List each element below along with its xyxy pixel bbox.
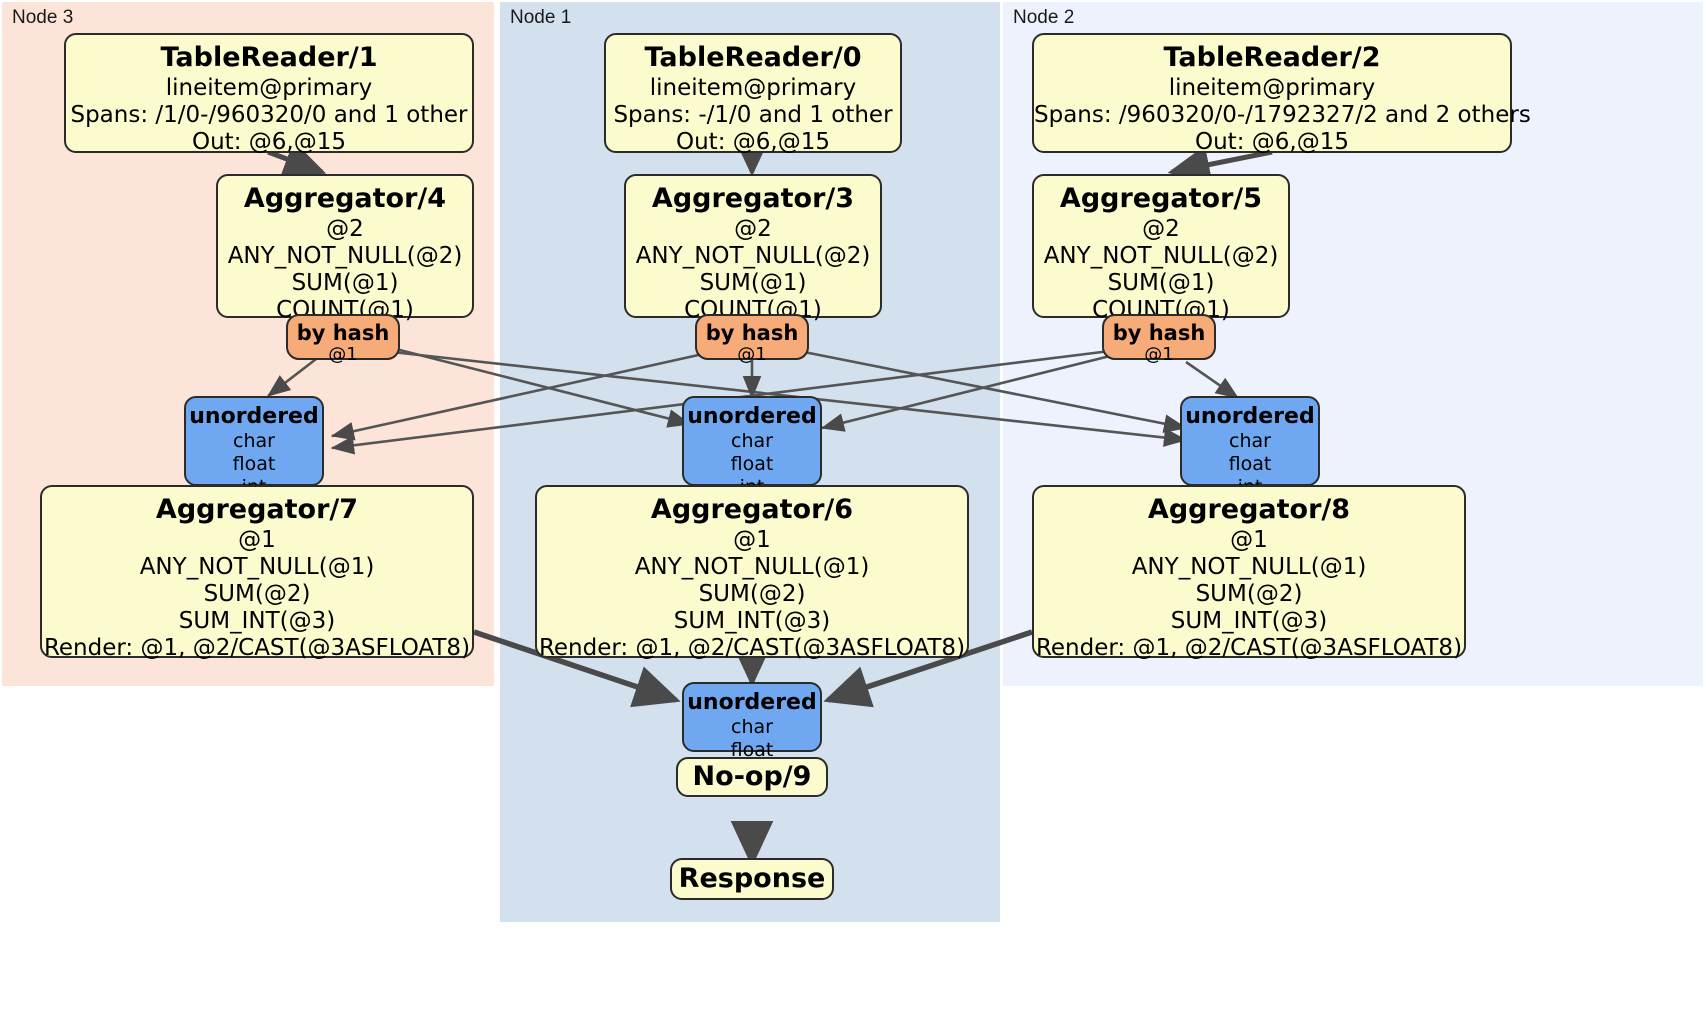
processor-aggregator-6[interactable]: Aggregator/6 @1 ANY_NOT_NULL(@1) SUM(@2)… <box>535 485 969 661</box>
processor-render: Render: @1, @2/CAST(@3ASFLOAT8) <box>1035 635 1463 662</box>
processor-render: Render: @1, @2/CAST(@3ASFLOAT8) <box>43 635 471 662</box>
processor-agg-3: SUM_INT(@3) <box>1170 608 1328 635</box>
processor-response[interactable]: Response <box>670 858 834 900</box>
processor-out: Out: @6,@15 <box>192 129 346 156</box>
processor-agg-1: ANY_NOT_NULL(@1) <box>139 553 375 580</box>
router-type-0: char <box>233 430 275 453</box>
processor-agg-1: ANY_NOT_NULL(@2) <box>1043 242 1279 269</box>
router-type-0: char <box>1229 430 1271 453</box>
processor-spans: Spans: -/1/0 and 1 other <box>613 101 893 128</box>
router-title: by hash <box>705 321 799 345</box>
router-title: unordered <box>1185 404 1315 429</box>
router-column: @1 <box>328 344 358 366</box>
router-type-0: char <box>731 716 773 739</box>
router-title: unordered <box>687 690 817 715</box>
router-title: unordered <box>189 404 319 429</box>
processor-agg-2: SUM(@1) <box>699 270 807 297</box>
region-node1-label: Node 1 <box>510 7 572 28</box>
processor-agg-2: SUM(@1) <box>291 270 399 297</box>
processor-spans: Spans: /960320/0-/1792327/2 and 2 others <box>1034 101 1531 128</box>
processor-table: lineitem@primary <box>1168 74 1376 101</box>
router-by-hash-node3[interactable]: by hash @1 <box>286 314 400 365</box>
processor-title: Aggregator/4 <box>243 183 447 214</box>
region-node3-label: Node 3 <box>12 7 74 28</box>
processor-agg-2: SUM(@2) <box>1195 581 1303 608</box>
processor-aggregator-4[interactable]: Aggregator/4 @2 ANY_NOT_NULL(@2) SUM(@1)… <box>216 174 474 323</box>
processor-table: lineitem@primary <box>165 74 373 101</box>
router-by-hash-node1[interactable]: by hash @1 <box>695 314 809 365</box>
processor-agg-2: SUM(@1) <box>1107 270 1215 297</box>
processor-agg-2: SUM(@2) <box>698 581 806 608</box>
processor-group: @2 <box>1142 215 1180 242</box>
processor-title: No-op/9 <box>692 761 812 793</box>
processor-spans: Spans: /1/0-/960320/0 and 1 other <box>70 101 468 128</box>
router-type-1: float <box>232 453 276 476</box>
processor-group: @1 <box>1230 526 1268 553</box>
router-unordered-node1[interactable]: unordered char float int <box>682 396 822 498</box>
router-by-hash-node2[interactable]: by hash @1 <box>1102 314 1216 365</box>
processor-title: TableReader/0 <box>644 42 862 73</box>
router-unordered-node2[interactable]: unordered char float int <box>1180 396 1320 498</box>
processor-tablereader-0[interactable]: TableReader/0 lineitem@primary Spans: -/… <box>604 33 902 156</box>
processor-group: @1 <box>238 526 276 553</box>
processor-out: Out: @6,@15 <box>1195 129 1349 156</box>
router-column: @1 <box>1144 344 1174 366</box>
processor-title: TableReader/2 <box>1163 42 1381 73</box>
router-unordered-node3[interactable]: unordered char float int <box>184 396 324 498</box>
processor-title: Aggregator/6 <box>650 494 854 525</box>
router-title: unordered <box>687 404 817 429</box>
router-column: @1 <box>737 344 767 366</box>
processor-agg-1: ANY_NOT_NULL(@1) <box>634 553 870 580</box>
router-type-1: float <box>730 453 774 476</box>
processor-group: @2 <box>326 215 364 242</box>
processor-tablereader-2[interactable]: TableReader/2 lineitem@primary Spans: /9… <box>1032 33 1531 156</box>
processor-title: Aggregator/3 <box>651 183 855 214</box>
router-type-0: char <box>731 430 773 453</box>
processor-aggregator-8[interactable]: Aggregator/8 @1 ANY_NOT_NULL(@1) SUM(@2)… <box>1032 485 1466 661</box>
processor-agg-1: ANY_NOT_NULL(@2) <box>227 242 463 269</box>
processor-title: Aggregator/8 <box>1147 494 1351 525</box>
router-unordered-final[interactable]: unordered char float <box>682 682 822 761</box>
processor-agg-2: SUM(@2) <box>203 581 311 608</box>
router-type-1: float <box>730 739 774 762</box>
processor-out: Out: @6,@15 <box>676 129 830 156</box>
processor-table: lineitem@primary <box>649 74 857 101</box>
router-title: by hash <box>296 321 390 345</box>
processor-aggregator-5[interactable]: Aggregator/5 @2 ANY_NOT_NULL(@2) SUM(@1)… <box>1032 174 1290 323</box>
processor-agg-1: ANY_NOT_NULL(@2) <box>635 242 871 269</box>
router-title: by hash <box>1112 321 1206 345</box>
router-type-1: float <box>1228 453 1272 476</box>
processor-title: Aggregator/5 <box>1059 183 1263 214</box>
processor-noop-9[interactable]: No-op/9 <box>676 757 828 797</box>
processor-agg-1: ANY_NOT_NULL(@1) <box>1131 553 1367 580</box>
processor-group: @2 <box>734 215 772 242</box>
processor-group: @1 <box>733 526 771 553</box>
processor-title: TableReader/1 <box>160 42 378 73</box>
processor-title: Response <box>678 863 826 895</box>
region-node2-label: Node 2 <box>1013 7 1075 28</box>
processor-render: Render: @1, @2/CAST(@3ASFLOAT8) <box>538 635 966 662</box>
processor-agg-3: SUM_INT(@3) <box>673 608 831 635</box>
processor-aggregator-7[interactable]: Aggregator/7 @1 ANY_NOT_NULL(@1) SUM(@2)… <box>40 485 474 661</box>
processor-title: Aggregator/7 <box>155 494 359 525</box>
processor-tablereader-1[interactable]: TableReader/1 lineitem@primary Spans: /1… <box>64 33 474 156</box>
processor-agg-3: SUM_INT(@3) <box>178 608 336 635</box>
processor-aggregator-3[interactable]: Aggregator/3 @2 ANY_NOT_NULL(@2) SUM(@1)… <box>624 174 882 323</box>
